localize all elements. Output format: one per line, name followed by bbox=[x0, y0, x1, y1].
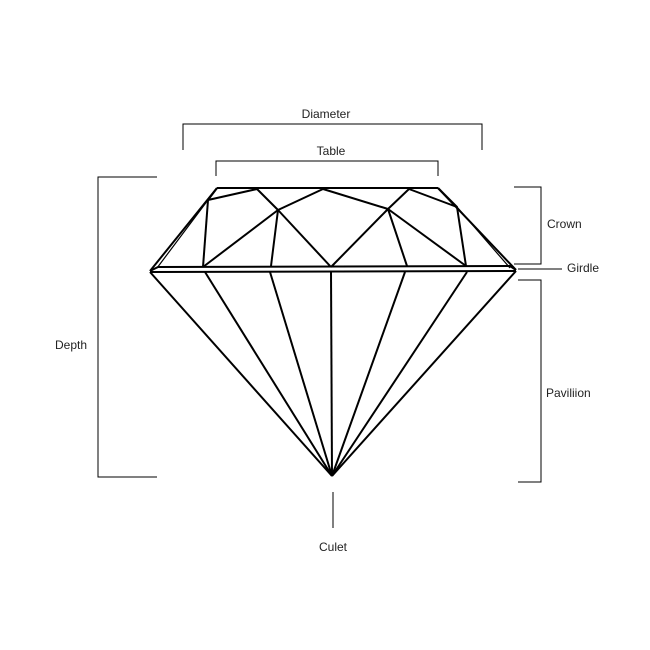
crown-label: Crown bbox=[547, 217, 582, 231]
pavilion-facets bbox=[149, 270, 517, 477]
table-bracket bbox=[215, 160, 439, 176]
diameter-bracket bbox=[182, 123, 483, 150]
table-label: Table bbox=[317, 144, 346, 158]
crown-facets bbox=[149, 187, 517, 272]
pavilion-bracket bbox=[518, 279, 542, 483]
crown-bracket bbox=[514, 186, 542, 265]
diameter-label: Diameter bbox=[302, 107, 351, 121]
dimension-brackets bbox=[97, 123, 562, 528]
depth-bracket bbox=[97, 176, 157, 478]
culet-label: Culet bbox=[319, 540, 348, 554]
pavilion-label: Paviliion bbox=[546, 386, 591, 400]
diamond bbox=[149, 187, 517, 477]
girdle-label: Girdle bbox=[567, 261, 599, 275]
depth-label: Depth bbox=[55, 338, 87, 352]
girdle bbox=[149, 265, 517, 273]
